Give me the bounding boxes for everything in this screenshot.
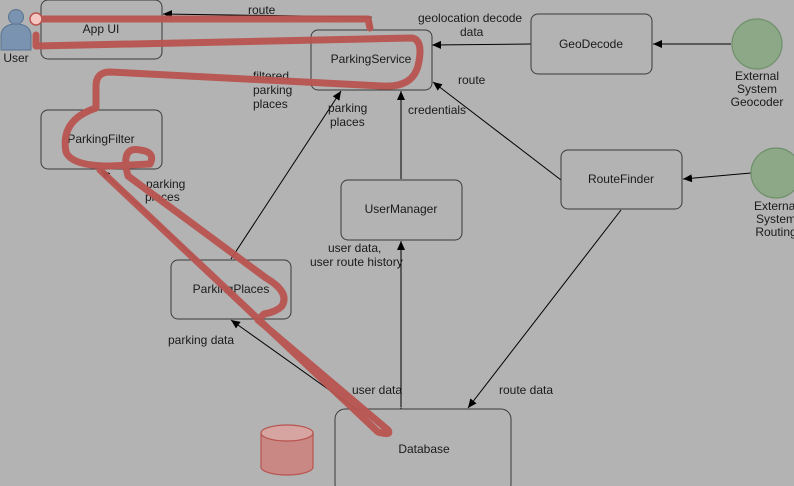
edge-label-filtered-2: parking	[253, 83, 292, 97]
external-geocoder-node[interactable]	[731, 18, 783, 70]
external-routing-label-2: System	[756, 212, 794, 226]
app-ui-label: App UI	[83, 22, 120, 36]
edge-label-route-top: route	[248, 3, 276, 17]
database-cylinder-icon	[260, 424, 314, 476]
geo-decode-node[interactable]	[530, 13, 653, 75]
edge-label-filtered-3: places	[253, 97, 288, 111]
edge-label-parking-places-left-1: parking	[146, 177, 185, 191]
external-routing-label-3: Routing	[755, 225, 794, 239]
edge-label-credentials: credentials	[408, 103, 466, 117]
user-manager-node[interactable]	[340, 179, 463, 241]
parking-filter-label: ParkingFilter	[67, 132, 134, 146]
edge-routing-to-routefinder	[682, 172, 752, 183]
database-label: Database	[398, 442, 450, 456]
external-geocoder-label-3: Geocoder	[731, 95, 784, 109]
edge-label-user-data-history-2: user route history	[310, 255, 403, 269]
external-routing-label-1: External	[754, 199, 794, 213]
parking-service-label: ParkingService	[331, 52, 412, 66]
edge-label-route-data: route data	[499, 383, 553, 397]
route-finder-label: RouteFinder	[588, 172, 654, 186]
external-geocoder-label-2: System	[737, 82, 777, 96]
edges	[100, 10, 752, 416]
highlight-start-dot	[29, 12, 43, 26]
edge-routefinder-to-parkingservice	[432, 81, 562, 181]
route-finder-node[interactable]	[560, 149, 683, 210]
edge-label-parking-data: parking data	[168, 333, 234, 347]
edge-label-user-data: user data	[352, 383, 402, 397]
edge-label-geolocation-1: geolocation decode	[418, 11, 522, 25]
geo-decode-label: GeoDecode	[559, 37, 623, 51]
highlight-path-stroke	[32, 15, 424, 438]
edge-label-user-data-history-1: user data,	[328, 241, 381, 255]
edge-label-route-mid: route	[458, 73, 486, 87]
edge-routefinder-to-database	[467, 209, 622, 409]
edge-geodecode-to-parkingservice	[431, 40, 532, 49]
highlight-flow-path	[29, 12, 424, 438]
external-geocoder-label-1: External	[735, 69, 779, 83]
user-actor-icon[interactable]	[0, 9, 32, 51]
user-label: User	[3, 51, 28, 65]
edge-label-parking-places-up-1: parking	[328, 101, 367, 115]
edge-label-parking-places-up-2: places	[330, 115, 365, 129]
edge-label-geolocation-2: data	[460, 25, 484, 39]
user-manager-label: UserManager	[365, 202, 438, 216]
edge-parkingplaces-to-parkingservice	[230, 90, 342, 260]
external-routing-node[interactable]	[750, 147, 794, 199]
